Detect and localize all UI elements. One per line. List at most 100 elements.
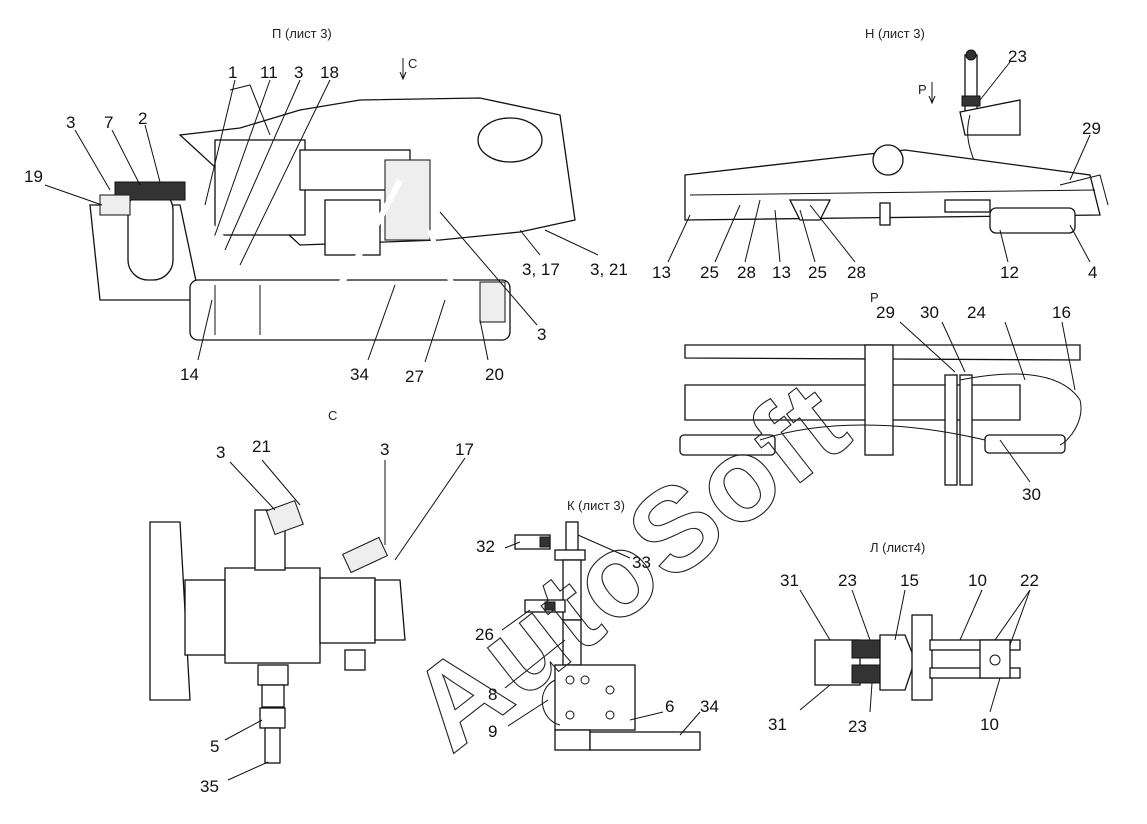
c-cap bbox=[374, 579, 406, 641]
label-k-26: 26 bbox=[475, 625, 494, 644]
c-union-5 bbox=[259, 707, 286, 729]
view-l: Л (лист4) 31 23 15 10 22 31 23 bbox=[768, 540, 1039, 736]
k-nut-32 bbox=[539, 536, 551, 548]
label-n-29: 29 bbox=[1082, 119, 1101, 138]
battery-box bbox=[214, 139, 306, 236]
label-k-6: 6 bbox=[665, 697, 674, 716]
label-p-3a: 3 bbox=[294, 63, 303, 82]
label-n-28b: 28 bbox=[847, 263, 866, 282]
hose-b-inner bbox=[327, 178, 403, 302]
label-r-24: 24 bbox=[967, 303, 986, 322]
view-p-arrow-head bbox=[399, 71, 407, 81]
view-p-title: П (лист 3) bbox=[272, 26, 332, 41]
k-hole-5 bbox=[605, 710, 615, 720]
pipe-bracket bbox=[959, 99, 1021, 136]
frame-beam bbox=[684, 149, 1101, 221]
label-c-21: 21 bbox=[252, 437, 271, 456]
label-c-5: 5 bbox=[210, 737, 219, 756]
fuel-tank bbox=[189, 279, 511, 341]
end-hose bbox=[1059, 174, 1109, 206]
label-p-18: 18 bbox=[320, 63, 339, 82]
label-c-35: 35 bbox=[200, 777, 219, 796]
label-p-3b: 3 bbox=[66, 113, 75, 132]
view-k: К (лист 3) 32 33 26 8 bbox=[475, 498, 719, 751]
bracket-top bbox=[229, 84, 271, 136]
c-nipple-35 bbox=[264, 727, 281, 764]
coil-hose bbox=[959, 373, 1082, 446]
c-fitting bbox=[261, 684, 285, 708]
label-l-10a: 10 bbox=[968, 571, 987, 590]
view-n-leaders bbox=[667, 61, 1091, 263]
label-n-13b: 13 bbox=[772, 263, 791, 282]
view-c-leaders bbox=[224, 457, 466, 781]
c-nut bbox=[257, 664, 289, 686]
cylinder-12 bbox=[989, 207, 1076, 234]
label-c-17: 17 bbox=[455, 440, 474, 459]
k-loop-hose bbox=[541, 679, 561, 726]
view-l-labels: 31 23 15 10 22 31 23 10 bbox=[768, 571, 1039, 736]
k-hole-3 bbox=[605, 685, 615, 695]
hose-a-inner bbox=[192, 198, 332, 270]
label-p-3-17: 3, 17 bbox=[522, 260, 560, 279]
label-p-34: 34 bbox=[350, 365, 369, 384]
label-l-22: 22 bbox=[1020, 571, 1039, 590]
cross-member bbox=[864, 344, 894, 456]
label-k-34: 34 bbox=[700, 697, 719, 716]
k-hole-2 bbox=[580, 675, 590, 685]
view-n-title: Н (лист 3) bbox=[865, 26, 925, 41]
c-flange-plate bbox=[149, 521, 191, 701]
label-p-11: 11 bbox=[260, 63, 278, 82]
l-clamp-hole bbox=[989, 654, 1001, 666]
label-r-30a: 30 bbox=[920, 303, 939, 322]
c-elbow-21 bbox=[265, 499, 304, 536]
view-l-title: Л (лист4) bbox=[870, 540, 925, 555]
label-r-30b: 30 bbox=[1022, 485, 1041, 504]
cylinder-right bbox=[984, 434, 1066, 454]
k-nut-26 bbox=[544, 601, 556, 611]
frame-hole bbox=[477, 117, 543, 163]
view-p-arrow-letter: С bbox=[408, 56, 417, 71]
view-c-title: С bbox=[328, 408, 337, 423]
label-c-3a: 3 bbox=[216, 443, 225, 462]
view-n: Н (лист 3) Р 23 bbox=[652, 26, 1109, 282]
view-r-title: Р bbox=[870, 290, 879, 305]
label-p-14: 14 bbox=[180, 365, 199, 384]
beam-mount bbox=[788, 199, 832, 221]
label-p-2: 2 bbox=[138, 109, 147, 128]
label-p-3-21: 3, 21 bbox=[590, 260, 628, 279]
label-p-7: 7 bbox=[104, 113, 113, 132]
view-p-leaders bbox=[44, 79, 599, 363]
view-p-labels: 1 11 3 18 3 7 2 19 3, 17 3, 21 3 14 34 2… bbox=[24, 63, 628, 386]
label-k-9: 9 bbox=[488, 722, 497, 741]
clamp-bracket bbox=[944, 199, 991, 213]
beam-stud bbox=[879, 202, 891, 226]
pipe-nut bbox=[961, 95, 981, 107]
k-hole-4 bbox=[565, 710, 575, 720]
label-p-3c: 3 bbox=[537, 325, 546, 344]
l-nut-23a bbox=[851, 639, 881, 659]
l-nut-23b bbox=[851, 664, 881, 684]
label-k-32: 32 bbox=[476, 537, 495, 556]
filter-fitting bbox=[99, 194, 131, 216]
label-n-4: 4 bbox=[1088, 263, 1097, 282]
l-pipe-10b bbox=[929, 667, 1021, 679]
view-r-labels: 29 30 24 16 30 bbox=[876, 303, 1071, 504]
view-r: Р 29 30 24 16 30 bbox=[679, 290, 1082, 504]
view-c: С 3 21 3 17 5 35 bbox=[149, 408, 474, 796]
label-n-12: 12 bbox=[1000, 263, 1019, 282]
bolt-bar-b bbox=[959, 374, 973, 486]
label-p-1: 1 bbox=[228, 63, 237, 82]
view-c-labels: 3 21 3 17 5 35 bbox=[200, 437, 474, 796]
view-n-arrow-head bbox=[928, 95, 936, 105]
label-p-19: 19 bbox=[24, 167, 43, 186]
view-k-labels: 32 33 26 8 9 6 34 bbox=[475, 537, 719, 741]
view-l-leaders bbox=[799, 589, 1031, 713]
filter-head bbox=[114, 181, 186, 201]
filter-housing bbox=[127, 189, 174, 281]
label-l-31b: 31 bbox=[768, 715, 787, 734]
view-p: П (лист 3) С bbox=[24, 26, 628, 386]
k-base bbox=[554, 729, 591, 751]
label-n-25b: 25 bbox=[808, 263, 827, 282]
